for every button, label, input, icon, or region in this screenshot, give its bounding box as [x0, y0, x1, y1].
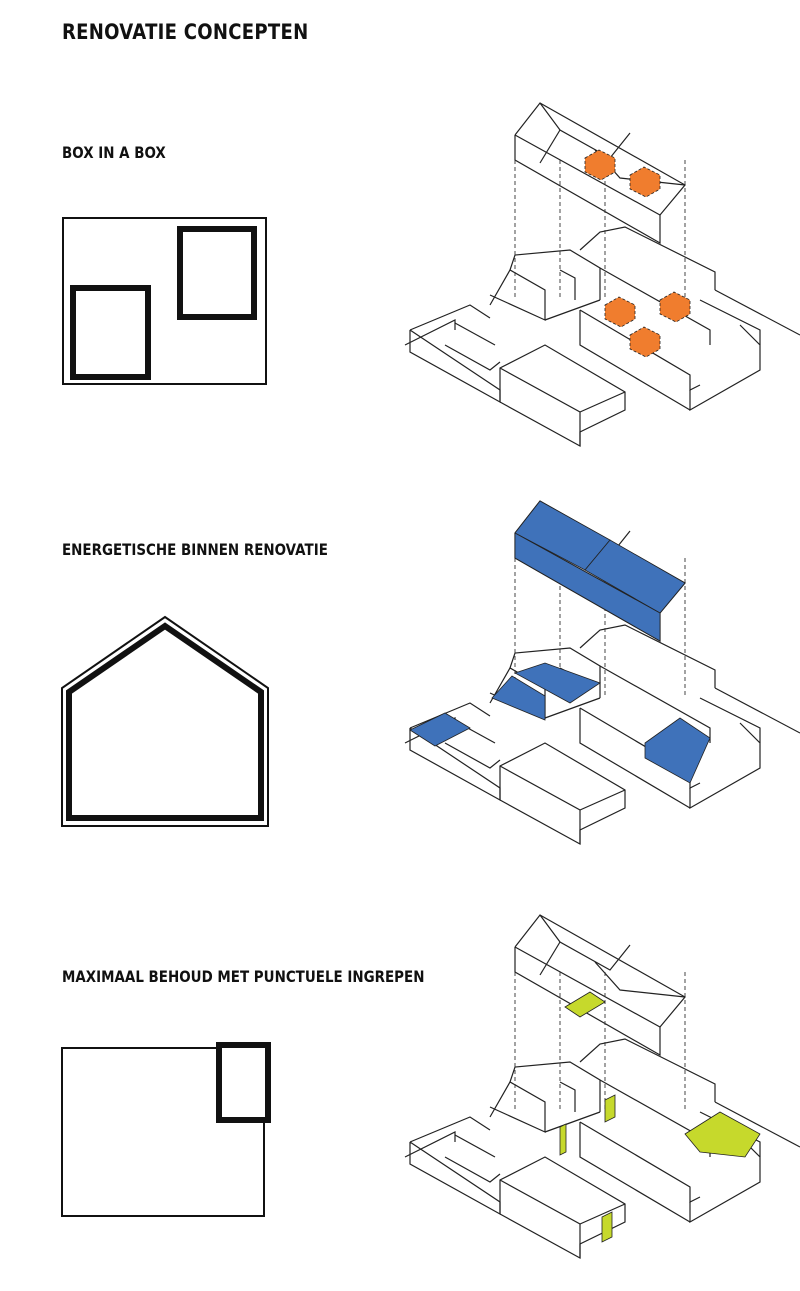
drawing-line — [714, 687, 800, 734]
drawing-line — [544, 299, 601, 321]
drawing-line — [514, 947, 661, 1057]
drawing-line — [409, 304, 491, 331]
drawing-line — [444, 1156, 501, 1183]
drawing-line — [689, 1136, 761, 1224]
drawing-line — [539, 914, 631, 971]
drawing-line — [544, 1111, 601, 1133]
box-in-box-icon — [62, 217, 267, 385]
drawing-line — [699, 299, 761, 345]
drawing-line — [559, 269, 576, 300]
blue-room-highlight — [491, 675, 546, 721]
drawing-line — [404, 319, 456, 346]
concept-title-maximaal-behoud: MAXIMAAL BEHOUD MET PUNCTUELE INGREPEN — [62, 967, 425, 986]
drawing-line — [509, 249, 601, 300]
orange-box-highlight — [604, 296, 636, 328]
concept-title-energetische: ENERGETISCHE BINNEN RENOVATIE — [62, 540, 328, 559]
drawing-line — [539, 941, 561, 976]
drawing-line — [509, 647, 601, 698]
concept-title-box-in-a-box: BOX IN A BOX — [62, 143, 166, 162]
drawing-line — [454, 322, 496, 346]
drawing-line — [499, 367, 581, 446]
green-wall-highlight — [601, 1211, 613, 1243]
drawing-line — [714, 289, 800, 336]
orange-box-highlight — [629, 166, 661, 198]
drawing-line — [404, 1131, 456, 1158]
page-title: RENOVATIE CONCEPTEN — [62, 20, 309, 44]
drawing-line — [499, 1179, 581, 1258]
drawing-line — [599, 1079, 711, 1157]
green-roof-highlight — [564, 991, 606, 1018]
drawing-line — [714, 1101, 800, 1148]
blue-room-highlight — [409, 712, 471, 747]
drawing-line — [579, 789, 626, 811]
house-outline-icon — [61, 615, 269, 827]
blue-room-highlight — [514, 662, 601, 704]
drawing-line — [539, 129, 561, 164]
drawing-line — [444, 344, 501, 371]
drawing-line — [594, 961, 686, 998]
green-wall-highlight — [604, 1094, 616, 1123]
orange-box-highlight — [659, 291, 691, 323]
drawing-line — [454, 1134, 496, 1158]
drawing-line — [579, 1122, 691, 1223]
orange-box-highlight — [629, 326, 661, 358]
drawing-line — [579, 1038, 716, 1102]
drawing-line — [489, 1081, 546, 1133]
green-room-highlight — [684, 1111, 761, 1158]
drawing-line — [579, 1203, 626, 1225]
drawing-line — [489, 269, 546, 321]
drawing-line — [689, 324, 761, 412]
drawing-line — [409, 702, 491, 729]
drawing-line — [499, 765, 581, 844]
axonometric-house-drawing-3 — [404, 914, 800, 1260]
blue-roof-highlight — [584, 539, 686, 614]
drawing-line — [599, 267, 711, 345]
drawing-line — [579, 708, 691, 809]
drawing-line — [579, 391, 626, 413]
corner-box-icon — [61, 1042, 271, 1217]
drawing-line — [699, 697, 761, 743]
blue-wall-highlight — [514, 532, 661, 642]
drawing-line — [544, 697, 601, 719]
drawing-line — [579, 226, 716, 290]
drawing-line — [539, 102, 631, 159]
drawing-line — [579, 310, 691, 411]
drawing-line — [559, 1081, 576, 1112]
drawing-line — [409, 1116, 491, 1143]
drawing-line — [514, 914, 686, 1028]
drawing-line — [579, 624, 716, 688]
green-wall-highlight — [559, 1123, 567, 1156]
drawing-line — [444, 742, 501, 769]
blue-room-highlight — [644, 717, 711, 784]
drawing-line — [509, 1061, 601, 1112]
orange-box-highlight — [584, 149, 616, 181]
drawing-line — [579, 1121, 701, 1203]
drawing-line — [514, 135, 661, 245]
drawing-line — [689, 722, 761, 810]
